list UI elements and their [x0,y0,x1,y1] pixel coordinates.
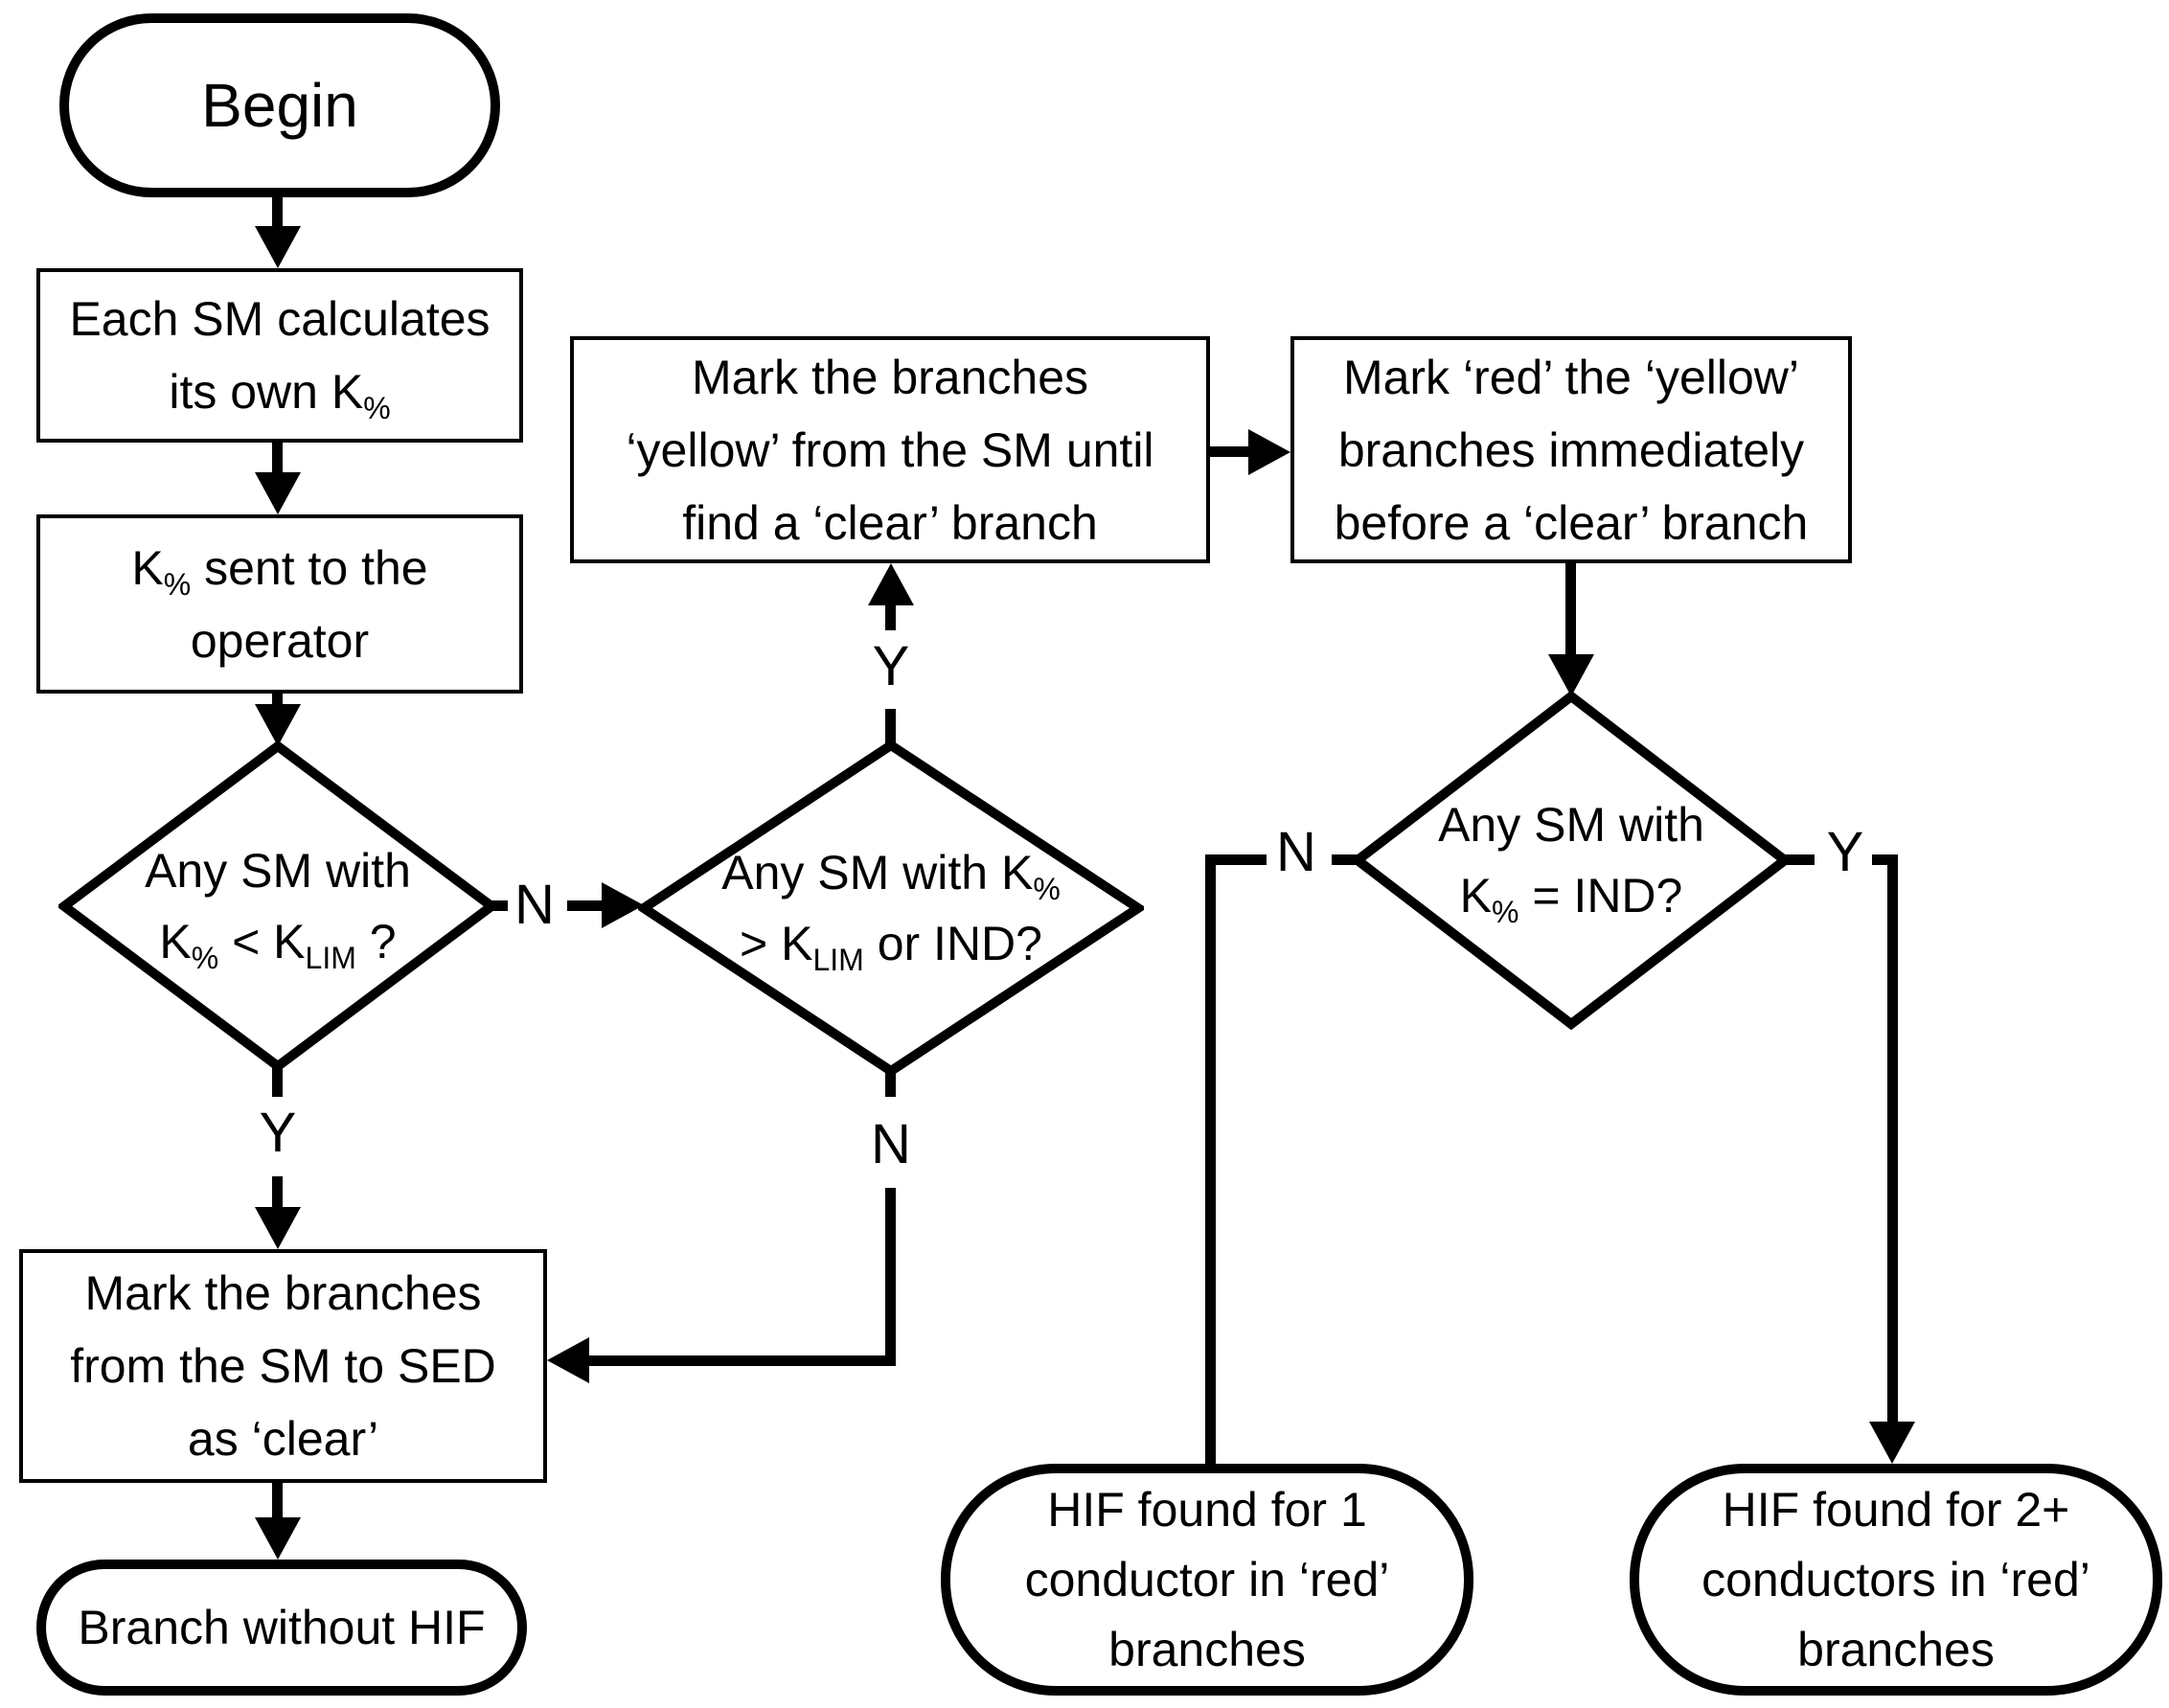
edge-d3-hif2-stub [1784,854,1815,865]
node-decision2-shape [638,740,1144,1077]
edge-d2-yellow-line [885,603,896,630]
node-hif1-terminal: HIF found for 1 conductor in ‘red’ branc… [941,1464,1473,1696]
arrow-down-icon [255,1517,301,1560]
hif1-line1: HIF found for 1 [1047,1482,1367,1537]
edge-begin-calc-line [272,197,283,230]
edge-d3-hif1-stub [1332,854,1358,865]
node-calc-process: Each SM calculates its own K% [36,268,523,443]
decision2-diamond [638,740,1144,1077]
edge-d2-yellow-stub [885,709,896,747]
arrow-down-icon [255,472,301,514]
node-decision1-shape [58,740,497,1072]
hif2-line1: HIF found for 2+ [1722,1482,2070,1537]
edge-d1-markclear-line [272,1176,283,1211]
edge-sent-d1-line [272,694,283,709]
edge-red-d3-line [1565,563,1576,658]
edge-d2-markclear-hline [587,1355,896,1366]
edge-d1-d2-stub [490,900,513,911]
hif1-line3: branches [1108,1622,1306,1676]
red-line1: Mark ‘red’ the ‘yellow’ [1342,350,1800,404]
hif2-line2: conductors in ‘red’ [1701,1552,2090,1606]
arrow-up-icon [868,563,914,605]
node-begin-terminal: Begin [59,13,500,197]
arrow-down-icon [1869,1422,1915,1464]
node-branch-terminal: Branch without HIF [36,1560,527,1696]
edge-d3-hif2-vline [1887,854,1898,1425]
edge-d1-d2-label: N [508,877,561,934]
node-begin-label: Begin [201,71,358,140]
arrow-right-icon [602,882,644,928]
edge-d3-hif2-hline [1872,854,1898,865]
arrow-down-icon [1548,654,1594,696]
branch-label: Branch without HIF [78,1601,486,1654]
decision1-diamond [58,740,497,1072]
yellow-line3: find a ‘clear’ branch [682,495,1098,550]
node-sent-line2: operator [190,613,370,668]
node-calc-line1: Each SM calculates [69,292,491,346]
node-yellow-process: Mark the branches ‘yellow’ from the SM u… [570,336,1210,563]
arrow-right-icon [1248,429,1290,475]
decision3-diamond [1352,691,1791,1030]
hif1-line2: conductor in ‘red’ [1024,1552,1390,1606]
node-hif2-terminal: HIF found for 2+ conductors in ‘red’ bra… [1630,1464,2162,1696]
node-sent-line1: K% sent to the [131,540,428,602]
edge-d2-markclear-stub [885,1068,896,1097]
markclear-line2: from the SM to SED [70,1339,496,1393]
edge-calc-sent-line [272,443,283,477]
edge-d3-hif2-label: Y [1818,824,1872,881]
edge-d2-yellow-label: Y [864,638,918,695]
edge-markclear-branch-line [272,1483,283,1523]
red-line3: before a ‘clear’ branch [1334,495,1809,550]
node-decision3-shape [1352,691,1791,1030]
hif2-line3: branches [1797,1622,1995,1676]
edge-d1-markclear-label: Y [251,1105,305,1162]
node-red-process: Mark ‘red’ the ‘yellow’ branches immedia… [1290,336,1852,563]
node-markclear-process: Mark the branches from the SM to SED as … [19,1249,547,1483]
edge-d3-hif1-hline [1205,854,1267,865]
arrow-down-icon [255,226,301,268]
edge-d1-d2-line [567,900,605,911]
markclear-line3: as ‘clear’ [187,1412,379,1466]
yellow-line1: Mark the branches [691,350,1089,404]
edge-d3-hif1-label: N [1269,824,1323,881]
red-line2: branches immediately [1337,422,1805,477]
yellow-line2: ‘yellow’ from the SM until [626,422,1154,477]
edge-d2-markclear-label: N [864,1116,918,1173]
edge-d2-markclear-vline [885,1188,896,1366]
arrow-down-icon [255,1207,301,1249]
edge-yellow-red-line [1210,446,1252,457]
node-calc-line2: its own K% [169,365,391,425]
arrow-down-icon [255,704,301,746]
edge-d3-hif1-vline [1205,854,1216,1468]
edge-d1-markclear-stub [272,1063,283,1097]
node-sent-process: K% sent to the operator [36,514,523,694]
markclear-line1: Mark the branches [84,1266,482,1320]
arrow-left-icon [547,1337,589,1383]
